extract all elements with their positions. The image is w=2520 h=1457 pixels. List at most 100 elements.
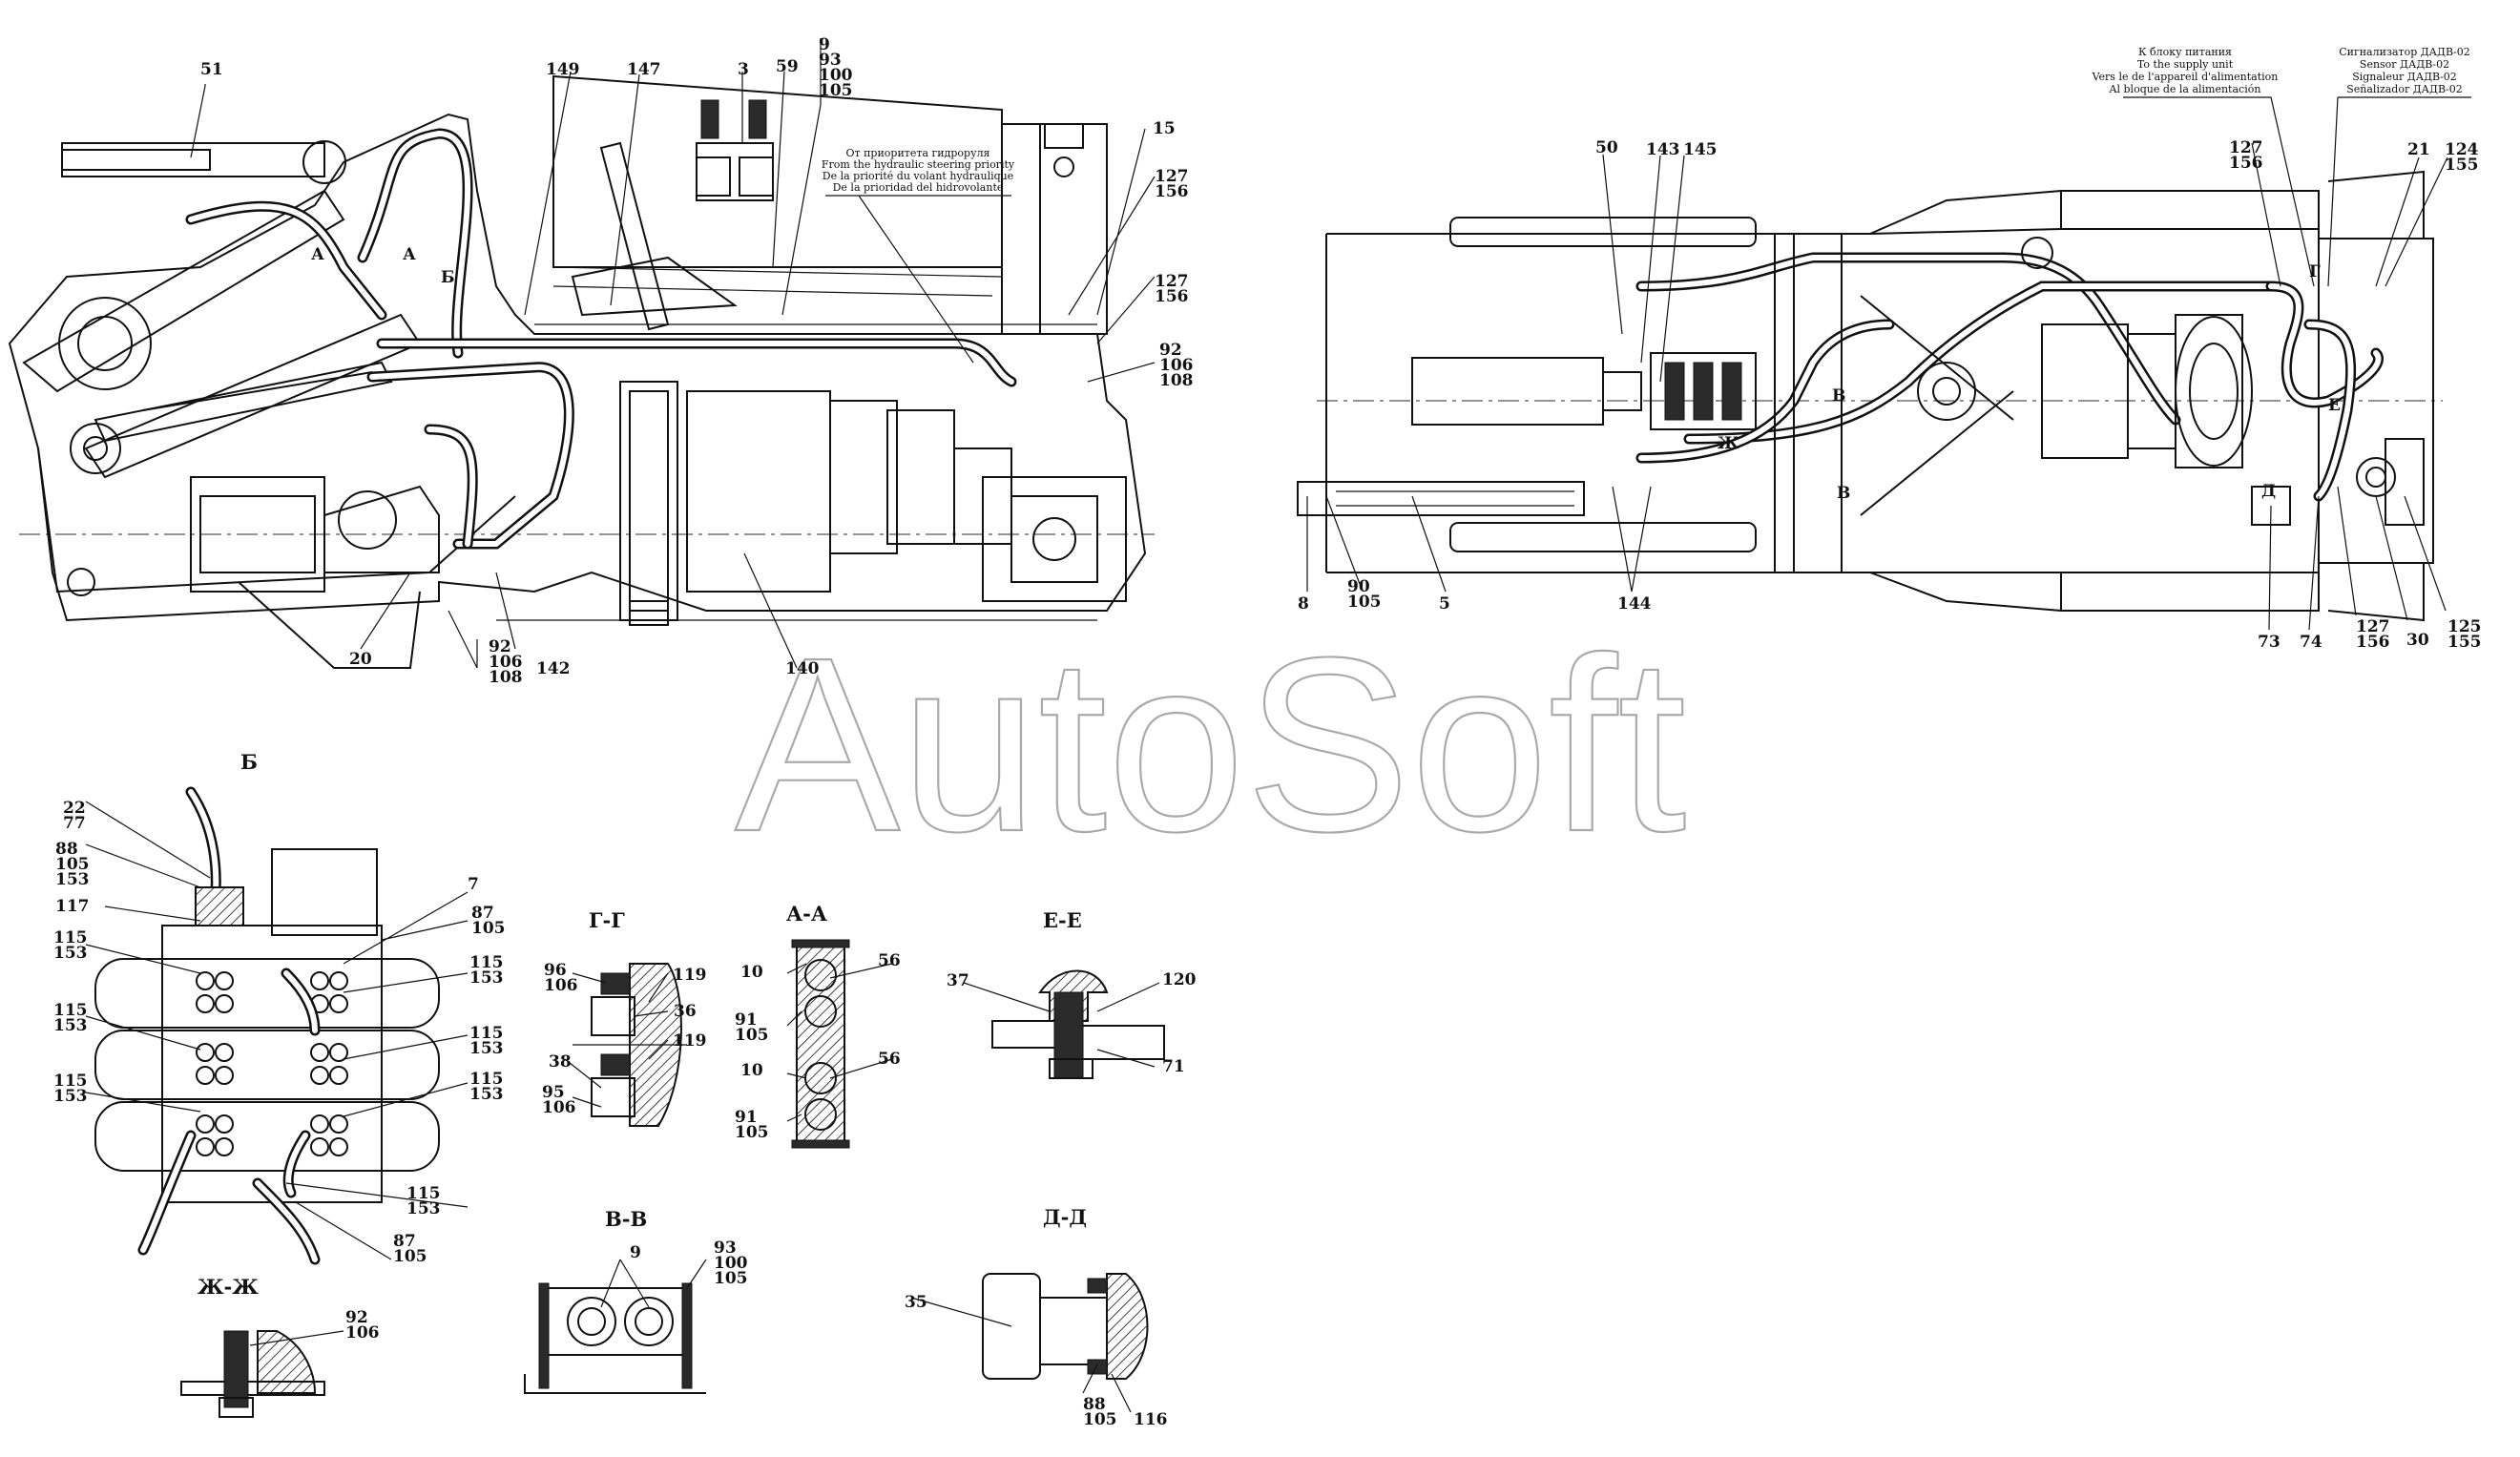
steering-note: От приоритета гидроруля From the hydraul… bbox=[822, 147, 1015, 364]
svg-text:Signaleur ДАДВ-02: Signaleur ДАДВ-02 bbox=[2352, 71, 2457, 83]
svg-text:10: 10 bbox=[740, 1061, 763, 1080]
svg-text:35: 35 bbox=[905, 1293, 927, 1312]
svg-text:Señalizador ДАДВ-02: Señalizador ДАДВ-02 bbox=[2346, 83, 2463, 95]
svg-text:115: 115 bbox=[53, 1072, 88, 1091]
svg-text:56: 56 bbox=[878, 951, 901, 970]
svg-text:От приоритета гидроруля: От приоритета гидроруля bbox=[845, 147, 989, 159]
svg-text:153: 153 bbox=[469, 1039, 504, 1058]
bolt bbox=[215, 1043, 234, 1062]
svg-text:73: 73 bbox=[2258, 633, 2280, 652]
section-dd-drawing bbox=[982, 1273, 1149, 1380]
section-title-aa: А-А bbox=[786, 902, 827, 926]
svg-text:105: 105 bbox=[1347, 593, 1382, 612]
svg-text:153: 153 bbox=[55, 870, 90, 889]
svg-text:127: 127 bbox=[1155, 272, 1189, 291]
svg-text:124: 124 bbox=[2445, 140, 2479, 159]
section-aa-drawing bbox=[791, 939, 850, 1149]
svg-text:93: 93 bbox=[714, 1238, 737, 1258]
svg-text:91: 91 bbox=[735, 1108, 758, 1127]
section-gg-drawing bbox=[573, 963, 687, 1127]
bolt bbox=[215, 1114, 234, 1134]
svg-text:115: 115 bbox=[469, 953, 504, 972]
bolt bbox=[196, 1066, 215, 1085]
svg-text:50: 50 bbox=[1595, 138, 1618, 157]
svg-text:To the supply unit: To the supply unit bbox=[2137, 58, 2234, 71]
svg-text:22: 22 bbox=[63, 799, 86, 818]
svg-text:De la prioridad del hidrovolan: De la prioridad del hidrovolante bbox=[833, 181, 1004, 194]
svg-text:96: 96 bbox=[544, 961, 567, 980]
svg-text:147: 147 bbox=[627, 60, 661, 79]
svg-text:74: 74 bbox=[2300, 633, 2322, 652]
svg-text:156: 156 bbox=[1155, 287, 1189, 306]
svg-text:125: 125 bbox=[2447, 617, 2482, 636]
svg-text:93: 93 bbox=[819, 51, 842, 70]
svg-text:71: 71 bbox=[1162, 1057, 1185, 1076]
watermark: AutoSoft bbox=[735, 607, 1687, 884]
svg-text:К блоку питания: К блоку питания bbox=[2138, 46, 2232, 58]
svg-text:105: 105 bbox=[55, 855, 90, 874]
svg-text:87: 87 bbox=[393, 1232, 416, 1251]
svg-text:153: 153 bbox=[469, 968, 504, 988]
svg-text:127: 127 bbox=[2356, 617, 2390, 636]
cut-mark-e: Е bbox=[2328, 396, 2341, 415]
svg-text:127: 127 bbox=[2229, 138, 2263, 157]
section-title-ee: Е-Е bbox=[1043, 908, 1082, 932]
svg-text:36: 36 bbox=[674, 1002, 697, 1021]
svg-text:100: 100 bbox=[819, 66, 853, 85]
section-vv-drawing bbox=[524, 1282, 706, 1394]
bolt bbox=[329, 1043, 348, 1062]
bolt bbox=[310, 1114, 329, 1134]
bolt bbox=[310, 1137, 329, 1156]
bolt bbox=[310, 971, 329, 990]
svg-text:106: 106 bbox=[542, 1098, 576, 1117]
bolt bbox=[196, 994, 215, 1013]
section-b-drawing bbox=[94, 786, 440, 1265]
svg-text:92: 92 bbox=[1159, 341, 1182, 360]
cut-mark-d: Д bbox=[2261, 482, 2276, 501]
svg-text:105: 105 bbox=[471, 919, 506, 938]
sensor-note: Сигнализатор ДАДВ-02 Sensor ДАДВ-02 Sign… bbox=[2327, 46, 2471, 287]
svg-text:7: 7 bbox=[468, 875, 479, 894]
svg-text:153: 153 bbox=[53, 944, 88, 963]
svg-text:115: 115 bbox=[406, 1184, 441, 1203]
bolt bbox=[215, 971, 234, 990]
supply-note: К блоку питания To the supply unit Vers … bbox=[2092, 46, 2315, 287]
bolt bbox=[329, 1066, 348, 1085]
svg-text:105: 105 bbox=[393, 1247, 427, 1266]
section-title-vv: В-В bbox=[605, 1207, 647, 1231]
svg-text:95: 95 bbox=[542, 1083, 565, 1102]
svg-text:105: 105 bbox=[735, 1123, 769, 1142]
svg-text:115: 115 bbox=[53, 928, 88, 947]
svg-text:3: 3 bbox=[738, 60, 749, 79]
svg-text:51: 51 bbox=[200, 60, 223, 79]
svg-text:105: 105 bbox=[735, 1026, 769, 1045]
svg-text:119: 119 bbox=[673, 1031, 707, 1051]
svg-text:91: 91 bbox=[735, 1010, 758, 1030]
svg-text:77: 77 bbox=[63, 814, 86, 833]
svg-text:Sensor ДАДВ-02: Sensor ДАДВ-02 bbox=[2360, 58, 2449, 71]
svg-text:116: 116 bbox=[1134, 1410, 1168, 1429]
svg-text:106: 106 bbox=[345, 1323, 380, 1343]
svg-text:9: 9 bbox=[819, 35, 830, 54]
bolt bbox=[196, 1043, 215, 1062]
cut-mark-a-2: А bbox=[403, 245, 416, 264]
svg-text:15: 15 bbox=[1153, 119, 1176, 138]
svg-text:88: 88 bbox=[1083, 1395, 1106, 1414]
svg-text:105: 105 bbox=[1083, 1410, 1117, 1429]
svg-text:108: 108 bbox=[489, 668, 523, 687]
bolt bbox=[196, 971, 215, 990]
svg-text:153: 153 bbox=[53, 1016, 88, 1035]
svg-text:106: 106 bbox=[544, 976, 578, 995]
svg-text:155: 155 bbox=[2447, 633, 2482, 652]
svg-text:108: 108 bbox=[1159, 371, 1194, 390]
svg-text:156: 156 bbox=[2356, 633, 2390, 652]
svg-text:153: 153 bbox=[53, 1087, 88, 1106]
section-zhzh-drawing bbox=[180, 1330, 325, 1418]
svg-text:90: 90 bbox=[1347, 577, 1370, 596]
svg-text:153: 153 bbox=[406, 1199, 441, 1218]
section-title-b: Б bbox=[240, 750, 258, 774]
section-title-zhzh: Ж-Ж bbox=[198, 1275, 259, 1299]
